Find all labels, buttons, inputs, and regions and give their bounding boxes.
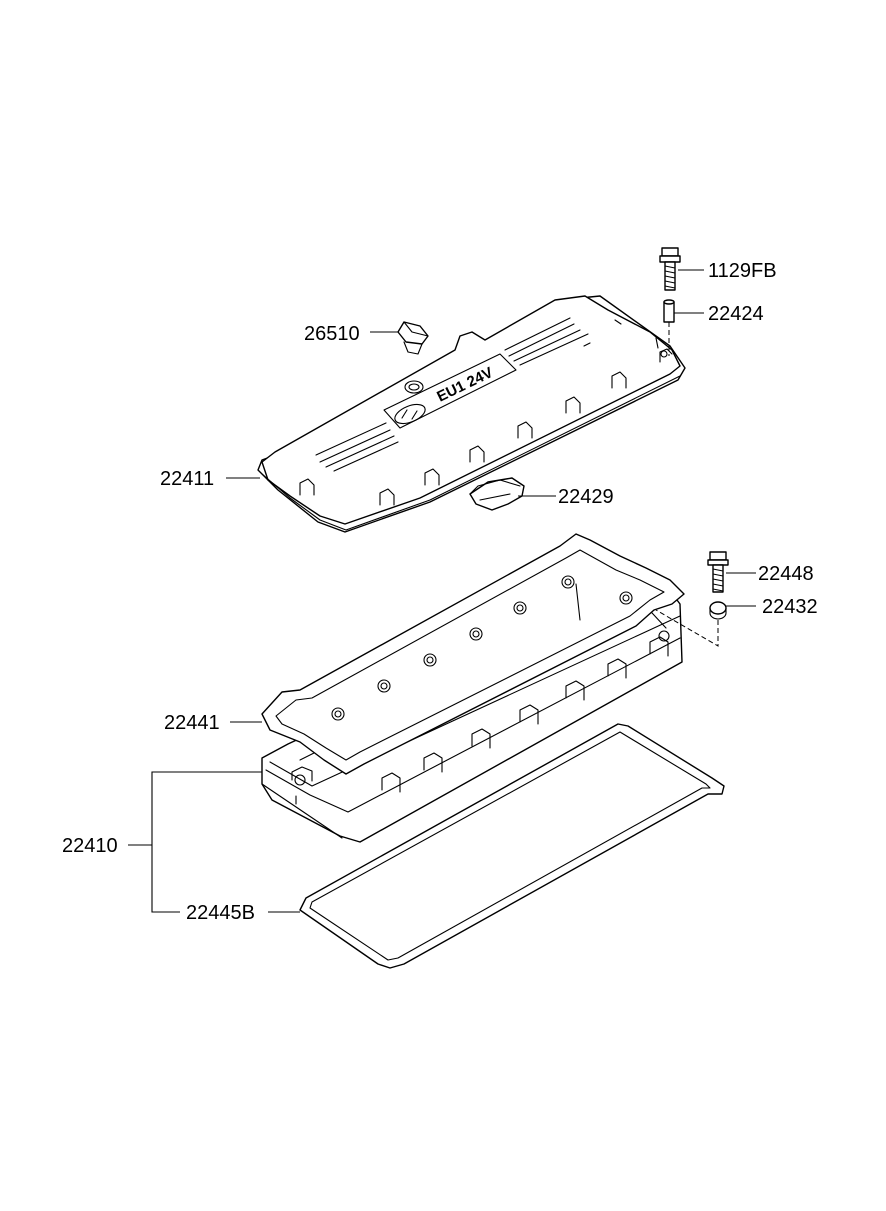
label-22445b: 22445B xyxy=(186,902,255,924)
rocker-cover[interactable]: EU1 24V xyxy=(257,295,686,533)
label-22410: 22410 xyxy=(62,835,118,857)
label-22429: 22429 xyxy=(558,486,614,508)
bolt-1129fb[interactable] xyxy=(659,247,681,291)
label-22424: 22424 xyxy=(708,303,764,325)
leader-22410-bracket xyxy=(128,771,262,913)
spacer-22424[interactable] xyxy=(663,299,675,323)
label-26510: 26510 xyxy=(304,323,360,345)
gasket-22445b[interactable] xyxy=(299,723,725,969)
gasket-22441[interactable] xyxy=(261,533,685,775)
label-22448: 22448 xyxy=(758,563,814,585)
baffle-22429[interactable] xyxy=(469,477,525,511)
base-bolt-axis xyxy=(655,609,719,647)
label-22441: 22441 xyxy=(164,712,220,734)
label-1129fb: 1129FB xyxy=(708,260,777,282)
bolt-22448[interactable] xyxy=(707,551,729,593)
label-22432: 22432 xyxy=(762,596,818,618)
washer-22432[interactable] xyxy=(709,601,727,620)
oil-filler-cap[interactable] xyxy=(397,321,429,355)
label-22411: 22411 xyxy=(160,468,214,490)
